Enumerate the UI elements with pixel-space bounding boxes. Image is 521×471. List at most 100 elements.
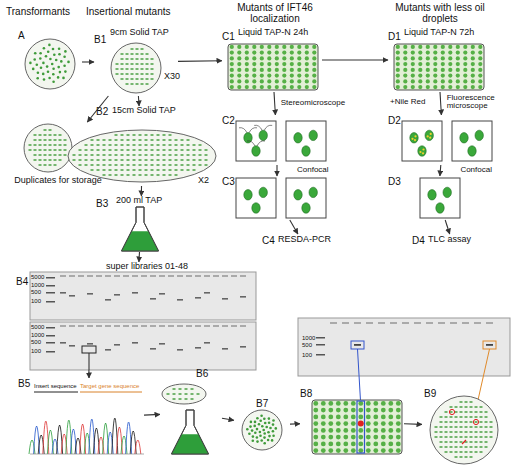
colony — [115, 139, 118, 140]
well — [366, 442, 371, 447]
well — [388, 448, 393, 453]
ladder-band — [316, 354, 325, 356]
well — [463, 74, 467, 78]
colony — [126, 63, 129, 64]
well — [433, 74, 437, 78]
well — [237, 62, 241, 66]
colony — [54, 164, 57, 165]
colony — [141, 73, 144, 74]
colony — [485, 446, 488, 447]
well — [351, 415, 356, 420]
positive-well — [358, 421, 364, 427]
colony — [470, 406, 473, 407]
colony — [139, 169, 142, 170]
well — [237, 79, 241, 83]
colony — [91, 169, 94, 170]
well — [96, 275, 102, 277]
baseline — [30, 454, 144, 455]
colony — [460, 446, 463, 447]
well — [390, 322, 397, 324]
colony — [465, 426, 468, 427]
colony — [193, 164, 196, 165]
panel-label: D2 — [388, 115, 401, 126]
well — [267, 68, 271, 72]
well — [448, 56, 452, 60]
colony — [109, 159, 112, 160]
colony — [141, 48, 144, 49]
colony — [121, 63, 124, 64]
oil-droplet — [429, 137, 431, 139]
oil-droplet — [414, 139, 416, 141]
colony — [49, 129, 52, 130]
colony — [133, 169, 136, 170]
oil-droplet — [411, 138, 413, 140]
colony — [475, 446, 478, 447]
oil-droplet — [422, 152, 424, 154]
panel-node: B215cm Solid TAP — [64, 106, 220, 186]
annotation: 1000 — [31, 282, 44, 289]
colony — [127, 159, 130, 160]
colony — [146, 73, 149, 74]
colony — [169, 139, 172, 140]
colony — [157, 144, 160, 145]
dna-band — [222, 298, 228, 300]
panel-label: D3 — [388, 176, 401, 187]
well — [411, 62, 415, 66]
colony — [157, 164, 160, 165]
well — [396, 45, 400, 49]
colony — [465, 431, 468, 432]
algal-cell — [259, 187, 267, 197]
flagellum — [239, 128, 247, 133]
colony — [54, 159, 57, 160]
colony — [470, 426, 473, 427]
well — [312, 68, 316, 72]
colony — [42, 62, 45, 65]
well — [343, 448, 348, 453]
well — [260, 68, 264, 72]
colony — [485, 441, 488, 442]
colony — [440, 441, 443, 442]
colony — [440, 426, 443, 427]
panel-node: A — [18, 30, 82, 94]
well — [290, 68, 294, 72]
well — [366, 322, 373, 324]
colony — [445, 421, 448, 422]
algal-cell — [468, 146, 476, 156]
well — [230, 56, 234, 60]
colony — [455, 426, 458, 427]
well — [312, 45, 316, 49]
well — [290, 51, 294, 55]
micrograph-frame — [420, 178, 460, 218]
colony — [470, 411, 473, 412]
colony — [445, 431, 448, 432]
well — [312, 85, 316, 89]
well — [478, 79, 482, 83]
colony — [251, 429, 254, 432]
colony — [191, 393, 194, 394]
well — [177, 325, 183, 327]
colony — [259, 431, 262, 434]
well — [231, 275, 237, 277]
well — [282, 79, 286, 83]
colony — [175, 164, 178, 165]
colony — [440, 431, 443, 432]
panel-illustration — [94, 28, 178, 96]
colony — [435, 436, 438, 437]
flow-arrow — [178, 60, 222, 62]
colony — [205, 159, 208, 160]
positive-colony — [449, 409, 454, 414]
colony — [485, 421, 488, 422]
algal-cell — [294, 190, 302, 200]
well — [195, 325, 201, 327]
annotation: 500 — [302, 342, 312, 349]
colony — [48, 44, 51, 47]
well — [441, 51, 445, 55]
well — [237, 85, 241, 89]
column-header: Insertional mutants — [86, 6, 171, 17]
well — [336, 415, 341, 420]
colony — [163, 169, 166, 170]
colony — [262, 429, 265, 432]
colony — [151, 139, 154, 140]
well — [411, 56, 415, 60]
colony — [53, 53, 56, 56]
